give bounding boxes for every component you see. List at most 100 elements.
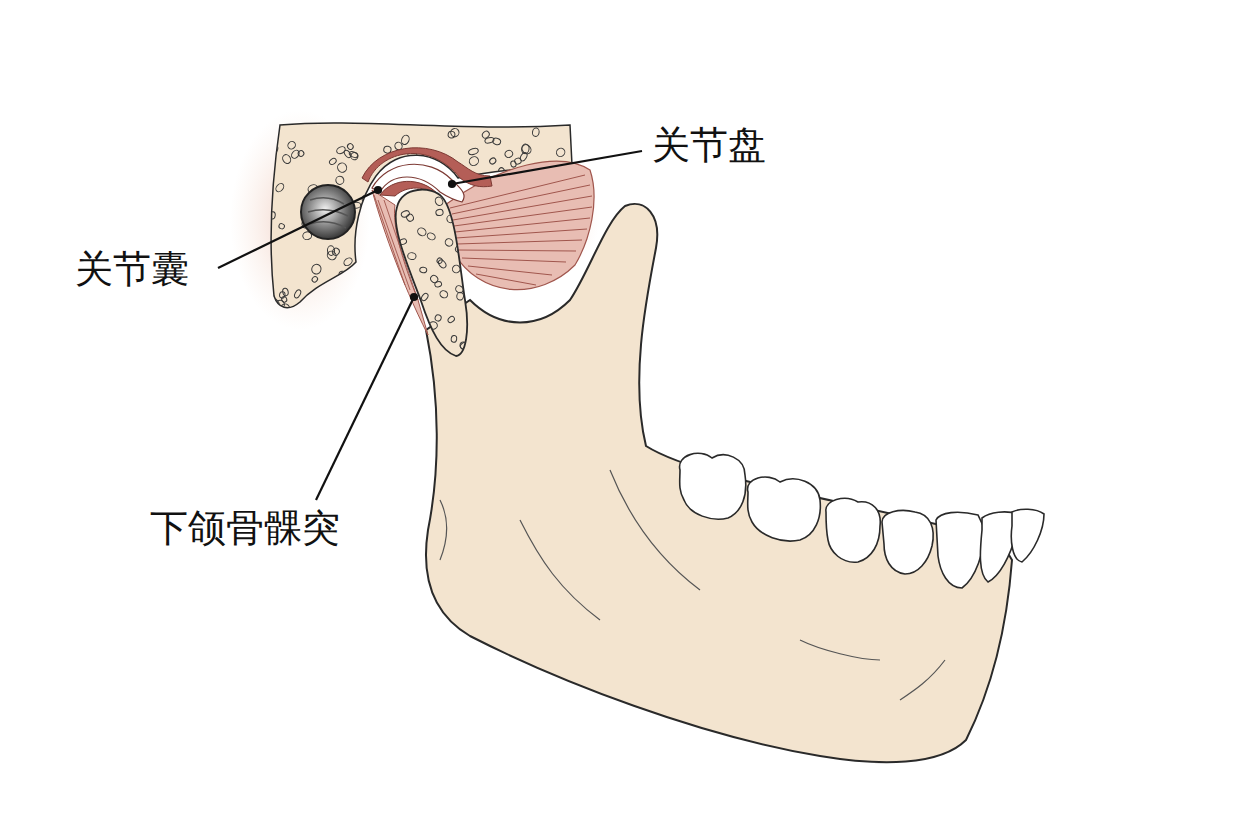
trabecula [549,302,557,309]
trabecula [410,326,416,333]
trabecula [279,302,292,315]
trabecula [271,298,281,308]
trabecula [555,147,567,159]
trabecula [426,232,436,242]
trabecula [469,288,480,299]
trabecula [348,150,358,158]
trabecula [336,161,348,173]
trabecula [457,210,466,219]
trabecula [356,287,367,296]
trabecula [310,263,323,276]
trabecula [434,281,442,288]
trabecula [274,182,285,193]
trabecula [510,160,517,167]
trabecula [439,289,449,299]
trabecula [356,231,364,242]
trabecula [467,280,477,288]
trabecula [279,291,285,298]
trabecula [393,284,403,291]
muscle-fibers [450,175,592,285]
trabecula [318,286,330,297]
trabecula [434,314,442,322]
trabecula [434,196,444,207]
trabecula [429,274,439,284]
trabecula [328,157,337,165]
trabecula [278,223,285,230]
trabecula [398,294,407,303]
trabecula [454,284,464,294]
trabecula [378,290,387,301]
trabecular-bone [395,196,470,352]
trabecula [451,264,462,275]
trabecula [429,321,438,330]
trabecula [350,152,358,160]
trabecula [361,292,372,304]
trabecula [359,266,368,275]
trabecula [364,253,373,262]
trabecula [532,127,540,136]
trabecula [353,273,363,282]
teeth [680,453,1044,588]
trabecula [293,289,302,299]
trabecula [388,272,398,284]
trabecula [492,137,502,146]
trabecula [419,334,426,340]
trabecula [342,256,353,267]
trabecula [404,282,413,291]
ear-canal-detail [308,198,348,228]
trabecula [481,130,491,140]
trabecula [468,155,480,167]
leader-line [452,151,642,184]
trabecula [534,286,545,297]
trabecula [376,243,384,251]
leader-lines [218,151,642,500]
trabecula [447,315,456,324]
trabecula [520,143,533,156]
trabecula [459,341,468,350]
part-label: 关节盘 [652,124,766,168]
trabecula [326,249,338,261]
trabecula [504,149,514,158]
trabecula [290,149,301,160]
trabecula [335,175,345,185]
trabecula [408,345,416,351]
trabecula [519,151,528,162]
trabecula [286,140,297,151]
trabecula [395,285,404,295]
trabecula [478,297,487,306]
trabecula [335,145,346,155]
trabecula [339,271,346,278]
trabecula [377,244,387,253]
trabecula [458,340,469,351]
trabecula [456,246,466,254]
trabecula [432,342,443,352]
trabecula [405,213,414,222]
trabecula [465,291,472,300]
trabecula [416,226,427,237]
trabecula [281,153,292,165]
trabecula [435,209,443,216]
trabecula [447,131,455,139]
trabecula [446,214,456,223]
trabecula [327,245,335,255]
trabecula [468,147,479,155]
trabecula [454,245,463,254]
leader-dot [411,294,417,300]
trabecula [452,200,461,210]
trabecula [488,157,497,165]
trabecula [311,275,319,283]
trabecula [437,259,447,270]
leader-line [218,190,378,268]
trabecula [420,292,429,302]
trabecula [269,211,275,219]
trabecula [399,238,407,246]
trabecula [407,252,416,260]
leader-dot [375,187,381,193]
trabecula [558,285,566,293]
trabecula [458,240,465,246]
trabecula [451,335,457,342]
ear-canal [301,185,355,239]
trabecula [400,210,410,219]
part-label: 关节囊 [75,248,189,292]
